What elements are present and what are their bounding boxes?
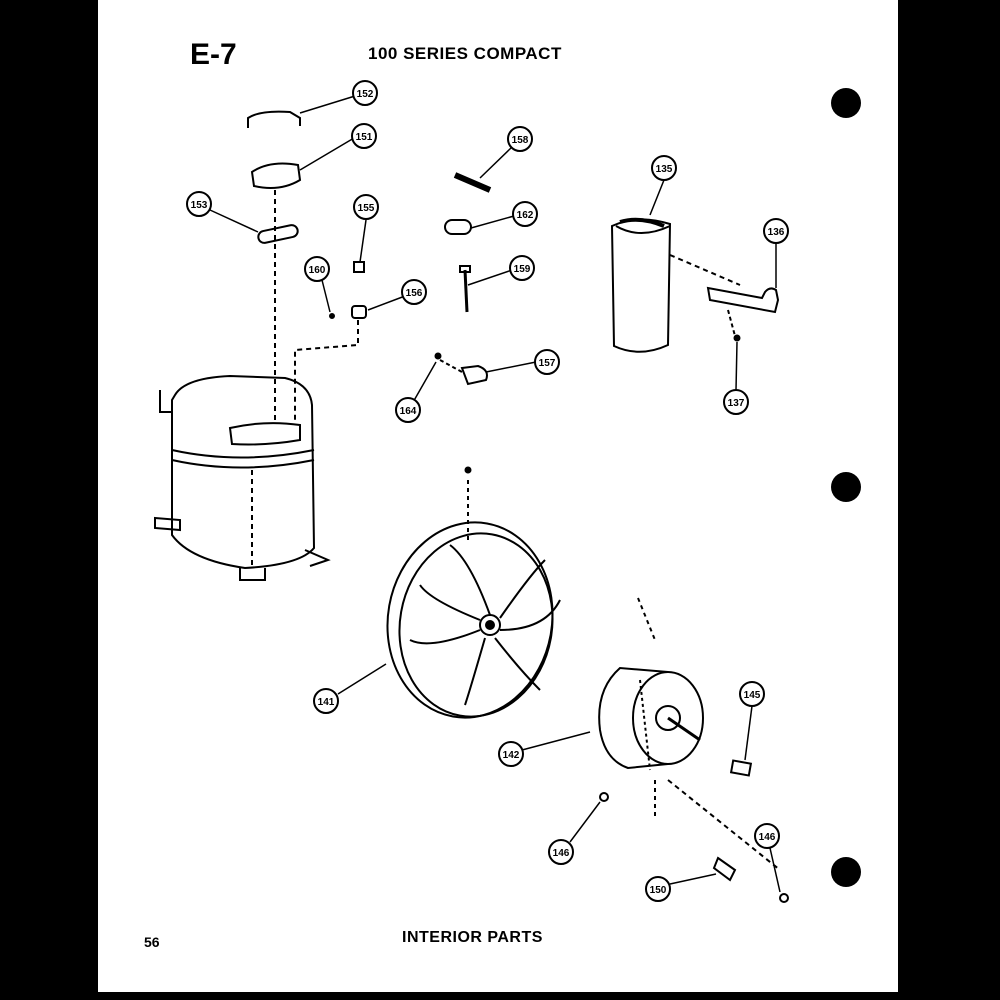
callout-label: 151: [356, 132, 373, 143]
callout-157: 157: [534, 349, 560, 375]
callout-group: 152 151 153 155 160 156 158 162 159 157 …: [186, 80, 789, 902]
callout-152: 152: [352, 80, 378, 106]
diagram-code: E-7: [190, 38, 237, 71]
callout-164: 164: [395, 397, 421, 423]
callout-label: 136: [768, 227, 785, 238]
callout-label: 146: [553, 848, 570, 859]
fan-blade-drawing: [386, 466, 561, 719]
section-title: INTERIOR PARTS: [402, 929, 543, 946]
binder-hole-top: [831, 88, 861, 118]
bracket-clamp-drawing: [434, 352, 488, 386]
callout-label: 159: [514, 264, 531, 275]
callout-label: 153: [191, 200, 208, 211]
gasket-drawing: [257, 224, 299, 244]
diagram-title: 100 SERIES COMPACT: [368, 44, 562, 63]
callout-159: 159: [509, 255, 535, 281]
clamp-drawing: [444, 219, 472, 235]
fan-motor-drawing: [598, 597, 789, 903]
callout-156: 156: [401, 279, 427, 305]
callout-label: 150: [650, 885, 667, 896]
capacitor-drawing: [610, 217, 672, 353]
callout-label: 141: [318, 697, 335, 708]
callout-151: 151: [351, 123, 377, 149]
callout-135: 135: [651, 155, 677, 181]
callout-label: 137: [728, 398, 745, 409]
callout-146-right: 146: [754, 823, 780, 849]
callout-label: 142: [503, 750, 520, 761]
callout-142: 142: [498, 741, 524, 767]
screw-drawing: [459, 265, 471, 313]
callout-141: 141: [313, 688, 339, 714]
callout-label: 146: [759, 832, 776, 843]
callout-label: 145: [744, 690, 761, 701]
callout-label: 157: [539, 358, 556, 369]
compressor-drawing: [154, 374, 331, 581]
page-number: 56: [144, 934, 160, 950]
callout-158: 158: [507, 126, 533, 152]
callout-label: 162: [517, 210, 534, 221]
terminal-clip-drawing: [247, 110, 301, 128]
callout-146-left: 146: [548, 839, 574, 865]
capacitor-bracket-drawing: [669, 254, 780, 342]
callout-162: 162: [512, 201, 538, 227]
callout-150: 150: [645, 876, 671, 902]
binder-hole-bottom: [831, 857, 861, 887]
callout-label: 135: [656, 164, 673, 175]
leader-lines: [209, 95, 781, 893]
overload-drawing: [294, 261, 367, 420]
terminal-cover-drawing: [250, 162, 302, 189]
callout-137: 137: [723, 389, 749, 415]
callout-label: 152: [357, 89, 374, 100]
callout-label: 156: [406, 288, 423, 299]
callout-label: 164: [400, 406, 417, 417]
tube-drawing: [453, 172, 492, 193]
callout-153: 153: [186, 191, 212, 217]
binder-hole-middle: [831, 472, 861, 502]
callout-160: 160: [304, 256, 330, 282]
callout-136: 136: [763, 218, 789, 244]
callout-155: 155: [353, 194, 379, 220]
callout-label: 158: [512, 135, 529, 146]
callout-label: 155: [358, 203, 375, 214]
callout-label: 160: [309, 265, 326, 276]
callout-145: 145: [739, 681, 765, 707]
